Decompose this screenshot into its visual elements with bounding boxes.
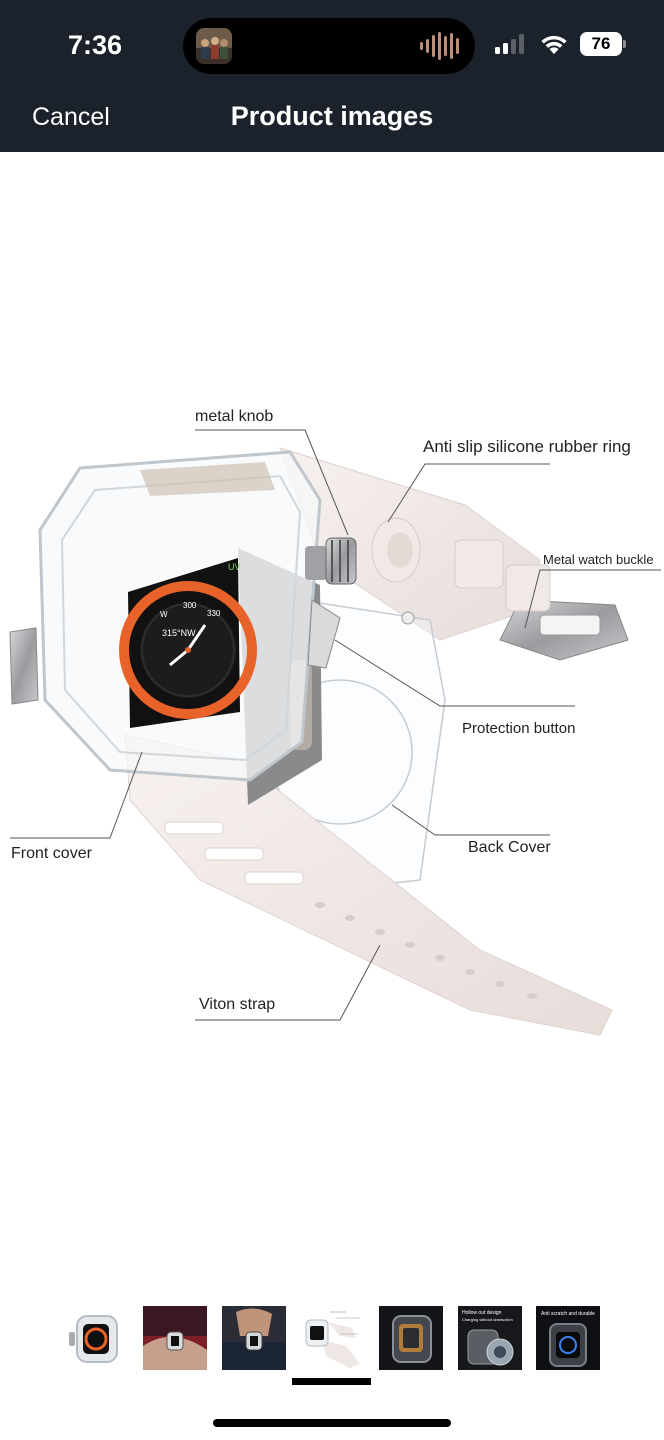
callout-viton-strap: Viton strap bbox=[199, 996, 276, 1013]
svg-text:300: 300 bbox=[183, 601, 197, 610]
battery-icon: 76 bbox=[580, 32, 626, 56]
svg-text:Anti scratch and durable: Anti scratch and durable bbox=[541, 1311, 595, 1317]
selected-thumbnail-indicator bbox=[292, 1378, 371, 1385]
callout-metal-knob: metal knob bbox=[195, 408, 274, 425]
cancel-button[interactable]: Cancel bbox=[32, 103, 110, 131]
thumbnail-4[interactable] bbox=[300, 1306, 364, 1370]
callout-buckle: Metal watch buckle bbox=[543, 552, 654, 567]
callout-rubber-ring: Anti slip silicone rubber ring bbox=[423, 437, 631, 456]
svg-text:Hollow out design: Hollow out design bbox=[462, 1310, 502, 1316]
thumbnail-1[interactable] bbox=[63, 1306, 127, 1370]
top-bar: 7:36 76 bbox=[0, 0, 664, 152]
thumbnail-2[interactable] bbox=[143, 1306, 207, 1370]
watch-bearing: 315°NW bbox=[162, 628, 196, 638]
watch-illustration: 315°NW 300 330 W UV bbox=[9, 429, 661, 1036]
status-time: 7:36 bbox=[68, 30, 123, 60]
thumbnail-5[interactable] bbox=[379, 1306, 443, 1370]
callout-back-cover: Back Cover bbox=[468, 839, 551, 856]
audio-wave-icon bbox=[420, 32, 459, 60]
dynamic-island[interactable] bbox=[183, 18, 475, 74]
svg-text:330: 330 bbox=[207, 609, 221, 618]
svg-text:W: W bbox=[160, 610, 168, 619]
svg-text:UV: UV bbox=[228, 562, 241, 572]
battery-level: 76 bbox=[580, 32, 622, 56]
page-title: Product images bbox=[230, 101, 434, 131]
wifi-icon bbox=[541, 35, 567, 54]
svg-text:Charging without obstruction: Charging without obstruction bbox=[462, 1317, 513, 1322]
thumbnail-6[interactable]: Hollow out design Charging without obstr… bbox=[458, 1306, 522, 1370]
product-image[interactable]: 315°NW 300 330 W UV metal knob Anti s bbox=[0, 152, 664, 1272]
album-art-icon bbox=[196, 28, 232, 64]
thumbnail-7[interactable]: Anti scratch and durable bbox=[536, 1306, 600, 1370]
cellular-signal-icon bbox=[495, 34, 524, 54]
callout-protection-button: Protection button bbox=[462, 720, 576, 737]
thumbnail-3[interactable] bbox=[222, 1306, 286, 1370]
home-indicator[interactable] bbox=[213, 1419, 451, 1427]
callout-front-cover: Front cover bbox=[11, 845, 92, 862]
